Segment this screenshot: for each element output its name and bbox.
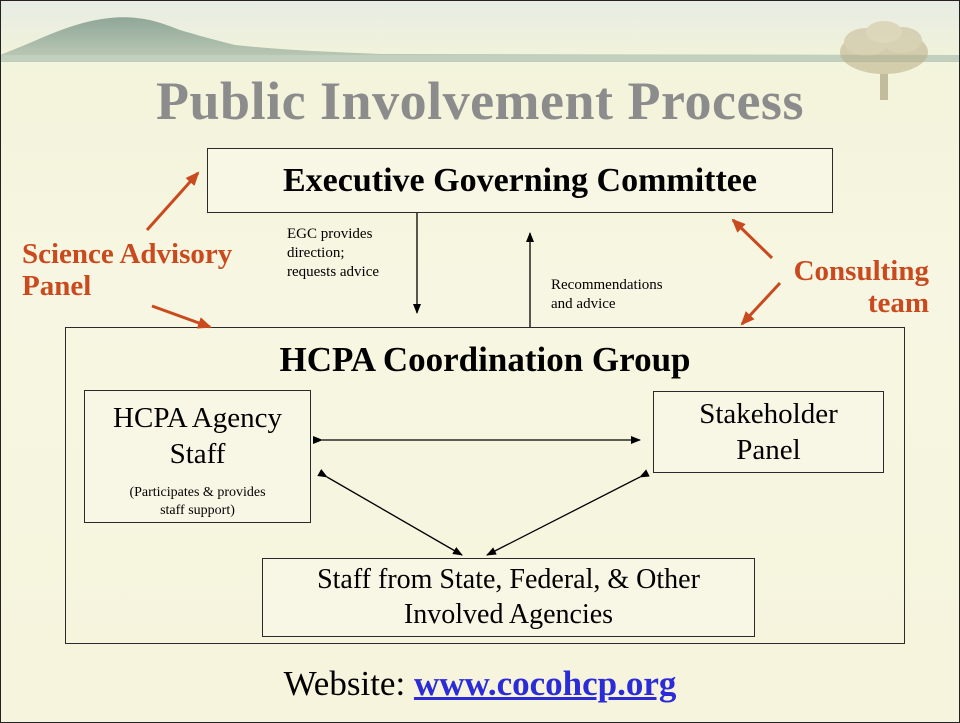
flow-up-line1: Recommendations — [551, 277, 663, 293]
recommendations-note: Recommendations and advice — [551, 276, 663, 314]
stakeholder-staff-arrow — [486, 469, 650, 556]
science-to-egc-arrow — [145, 171, 200, 232]
hcpa-coordination-group-box — [65, 327, 905, 644]
agency-sub2: staff support) — [160, 503, 235, 518]
consulting-to-egc-arrow — [731, 218, 774, 260]
consulting-line1: Consulting — [793, 255, 929, 287]
website-link[interactable]: www.cocohcp.org — [413, 664, 677, 703]
stakeholder-line1: Stakeholder — [699, 398, 838, 430]
staff-line2: Involved Agencies — [403, 599, 614, 630]
science-to-hcpa-arrow — [151, 304, 212, 329]
header-decoration — [0, 0, 960, 100]
hcpa-agency-staff-subtitle: (Participates & provides staff support) — [84, 484, 311, 520]
egc-box — [207, 148, 833, 213]
hcpa-coordination-group-label: HCPA Coordination Group — [279, 340, 691, 379]
consulting-team-label: Consulting team — [777, 255, 929, 319]
agency-sub1: (Participates & provides — [129, 485, 266, 500]
slide-title: Public Involvement Process — [156, 71, 804, 131]
consulting-to-hcpa-arrow — [740, 281, 782, 326]
tree-icon — [840, 21, 928, 100]
agency-line1: HCPA Agency — [113, 402, 282, 434]
staff-line1: Staff from State, Federal, & Other — [317, 564, 700, 595]
website-line: Website: www.cocohcp.org — [0, 664, 960, 704]
website-label: Website: — [283, 664, 414, 703]
stakeholder-panel-label: Stakeholder Panel — [653, 396, 884, 468]
hcpa-agency-staff-title: HCPA Agency Staff — [84, 400, 311, 472]
egc-label: Executive Governing Committee — [283, 162, 757, 199]
flow-down-line2: direction; — [287, 245, 345, 261]
egc-direction-note: EGC provides direction; requests advice — [287, 225, 379, 282]
flow-down-line1: EGC provides — [287, 226, 373, 242]
hill-shape — [0, 17, 960, 63]
agencies-staff-box — [262, 558, 755, 637]
agency-staff-arrow — [317, 469, 463, 556]
flow-up-line2: and advice — [551, 296, 616, 312]
science-advisory-panel-label: Science Advisory Panel — [22, 238, 232, 302]
hcpa-agency-staff-box — [84, 390, 311, 523]
agencies-staff-label: Staff from State, Federal, & Other Invol… — [262, 562, 755, 632]
flow-down-line3: requests advice — [287, 264, 380, 280]
science-line2: Panel — [22, 270, 92, 302]
stakeholder-line2: Panel — [736, 434, 801, 466]
agency-line2: Staff — [169, 438, 226, 470]
consulting-line2: team — [867, 287, 929, 319]
stakeholder-panel-box — [653, 391, 884, 473]
science-line1: Science Advisory — [22, 238, 233, 270]
